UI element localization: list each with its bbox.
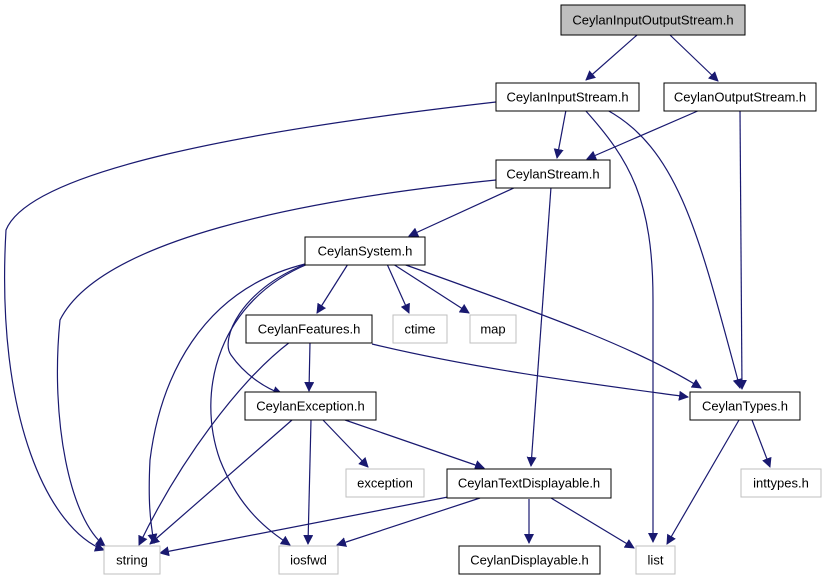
node-label: CeylanOutputStream.h [674, 90, 806, 105]
edge-textdisplayable-to-iosfwd [336, 497, 481, 547]
node-label: CeylanDisplayable.h [470, 553, 589, 568]
edge-input-to-string [4, 101, 497, 552]
node-label: CeylanSystem.h [318, 244, 413, 259]
node-label: iosfwd [290, 553, 327, 568]
node-iosfwd[interactable]: iosfwd [278, 545, 339, 575]
edge-input-to-stream [553, 109, 567, 159]
edge-system-to-features [316, 263, 349, 314]
edge-inputoutput-to-input [585, 34, 638, 81]
node-ceylan-system[interactable]: CeylanSystem.h [304, 236, 426, 266]
node-label: inttypes.h [753, 476, 809, 491]
node-ceylan-stream[interactable]: CeylanStream.h [495, 159, 611, 189]
edge-system-to-exception [227, 263, 307, 396]
edge-stream-to-system [408, 186, 517, 237]
edge-features-to-exception [304, 341, 315, 392]
node-label: CeylanInputStream.h [506, 90, 628, 105]
edge-textdisplayable-to-string [159, 496, 449, 557]
node-label: CeylanFeatures.h [258, 322, 361, 337]
node-label: CeylanException.h [256, 399, 364, 414]
node-string[interactable]: string [103, 545, 161, 575]
node-map[interactable]: map [469, 314, 517, 344]
edge-output-to-stream [586, 109, 701, 161]
node-ceylan-displayable[interactable]: CeylanDisplayable.h [458, 545, 601, 575]
edge-stream-to-textdisplayable [526, 186, 552, 467]
node-ceylan-output-stream[interactable]: CeylanOutputStream.h [663, 82, 817, 112]
node-ceylan-exception[interactable]: CeylanException.h [244, 391, 377, 421]
edge-stream-to-string [56, 179, 497, 547]
node-ceylan-input-output-stream[interactable]: CeylanInputOutputStream.h [560, 4, 746, 36]
edge-features-to-string [138, 341, 291, 546]
edge-system-to-iosfwd [210, 263, 309, 546]
edge-exception-to-string [149, 419, 293, 545]
node-label: ctime [404, 322, 435, 337]
node-ceylan-types[interactable]: CeylanTypes.h [689, 391, 801, 421]
node-label: list [648, 553, 664, 568]
edge-system-to-map [392, 263, 470, 314]
node-label: string [116, 553, 148, 568]
node-ceylan-input-stream[interactable]: CeylanInputStream.h [495, 82, 640, 112]
node-label: CeylanTypes.h [702, 399, 788, 414]
dependency-edges [4, 34, 772, 557]
edge-input-to-types [606, 109, 743, 389]
edge-system-to-types [402, 263, 702, 389]
edge-inputoutput-to-output [669, 34, 719, 82]
node-ceylan-text-displayable[interactable]: CeylanTextDisplayable.h [446, 468, 612, 499]
node-ceylan-features[interactable]: CeylanFeatures.h [245, 314, 373, 344]
edge-textdisplayable-to-list [550, 497, 635, 549]
node-label: map [480, 322, 505, 337]
edge-types-to-inttypes [751, 419, 772, 468]
edge-input-to-list [584, 109, 658, 543]
edge-system-to-ctime [386, 263, 410, 314]
edge-output-to-types [736, 109, 747, 390]
node-list[interactable]: list [635, 545, 676, 575]
node-inttypes[interactable]: inttypes.h [740, 468, 822, 498]
edge-system-to-string [147, 263, 306, 544]
node-label: CeylanTextDisplayable.h [458, 476, 600, 491]
edge-exception-to-iosfwd [303, 419, 314, 545]
node-ctime[interactable]: ctime [392, 314, 448, 344]
edge-features-to-types [371, 343, 689, 401]
node-label: CeylanStream.h [506, 167, 599, 182]
node-exception[interactable]: exception [345, 468, 425, 498]
node-label: exception [357, 476, 413, 491]
node-label: CeylanInputOutputStream.h [572, 13, 733, 28]
edge-exception-to-exception [322, 419, 369, 468]
edge-types-to-list [666, 419, 740, 545]
edge-exception-to-textdisplayable [344, 419, 485, 470]
